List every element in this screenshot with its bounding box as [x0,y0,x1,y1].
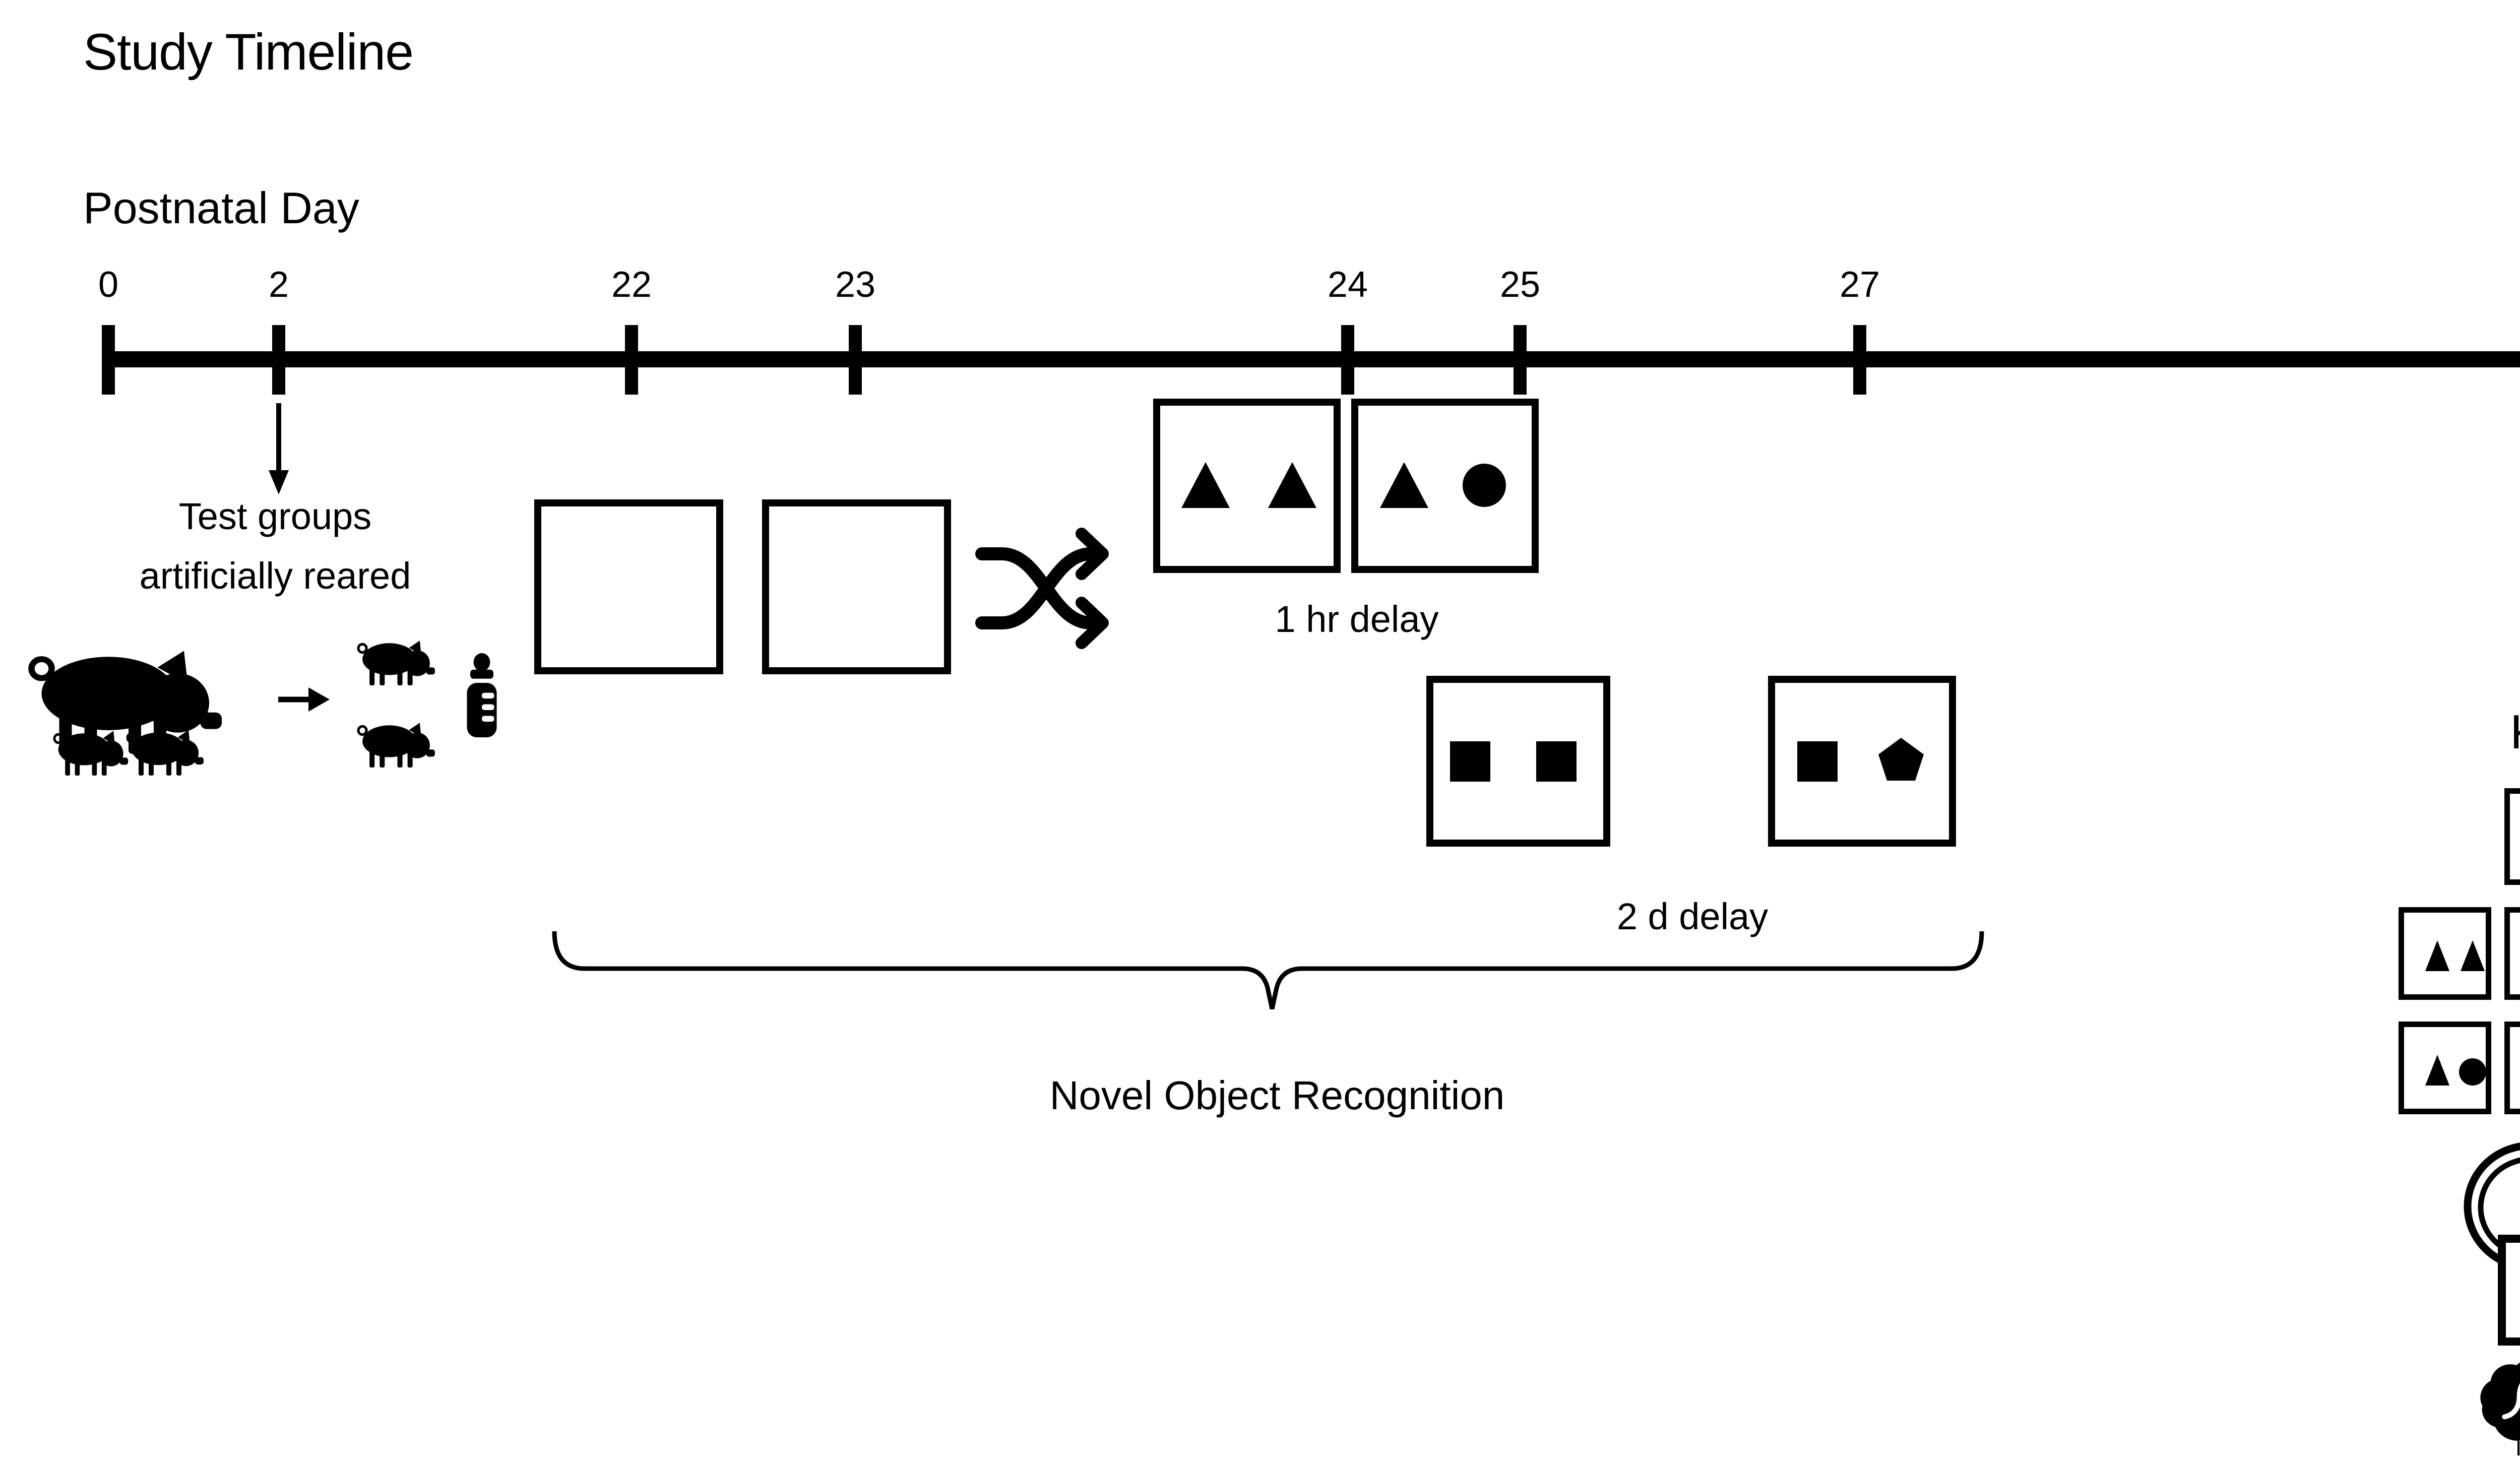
tick-mark [272,325,285,395]
curly-brace-icon [552,931,1984,1009]
triangle-shape-icon [2425,1055,2449,1086]
key-test-box-square-pentagon [2504,1022,2520,1114]
sample-phase-box-triangles [1153,399,1341,573]
piglet-icon [357,718,438,769]
rearing-note-line2: artificially reared [139,555,411,597]
tick-label: 0 [98,265,119,305]
triangle-shape-icon [1181,462,1230,508]
triangle-shape-icon [1380,462,1428,508]
tick-mark [1514,325,1527,395]
tick-mark [1853,325,1866,395]
piglet-icon [53,726,131,777]
pentagon-shape-icon [1878,738,1924,781]
key-sample-box-triangles [2399,907,2491,1000]
tick-mark [625,325,638,395]
down-arrow-icon [269,403,289,494]
test-phase-box-square-pentagon [1768,676,1956,847]
tick-label: 25 [1499,265,1541,305]
triangle-shape-icon [2461,940,2485,971]
key-sample-box-squares [2504,907,2520,1000]
key-title: Key [2510,705,2520,760]
tick-label: 23 [835,265,876,305]
delay-1hr-label: 1 hr delay [1275,598,1439,640]
tick-label: 27 [1839,265,1880,305]
page-title: Study Timeline [83,23,414,81]
right-arrow-icon [278,687,330,712]
habituation-box-day22 [534,499,723,674]
piglet-icon [357,635,438,687]
test-phase-box-triangle-circle [1351,399,1539,573]
tick-label: 22 [611,265,652,305]
shuffle-arrows-icon [975,528,1109,649]
axis-label: Postnatal Day [83,183,359,233]
square-shape-icon [1797,741,1838,782]
tick-mark [1341,325,1354,395]
nor-label: Novel Object Recognition [1049,1073,1505,1118]
triangle-shape-icon [2425,940,2449,971]
circle-shape-icon [1463,464,1506,507]
brain-icon [2479,1360,2520,1456]
tick-label: 2 [268,265,289,305]
milk-bottle-icon [467,653,497,738]
tick-label: 24 [1327,265,1368,305]
rearing-note-line1: Test groups [178,495,372,537]
piglet-icon [126,725,207,777]
mri-icon [2463,1140,2520,1347]
circle-shape-icon [2459,1058,2486,1086]
tick-mark [102,325,115,395]
square-shape-icon [1536,741,1577,782]
timeline-bar [102,351,2520,367]
square-shape-icon [1450,741,1490,782]
key-habituation-box [2504,788,2520,885]
tick-mark [849,325,862,395]
delay-2d-label: 2 d delay [1616,896,1769,937]
key-test-box-triangle-circle [2399,1022,2491,1114]
habituation-box-day23 [762,499,951,674]
sample-phase-box-squares [1426,676,1610,847]
triangle-shape-icon [1268,462,1316,508]
